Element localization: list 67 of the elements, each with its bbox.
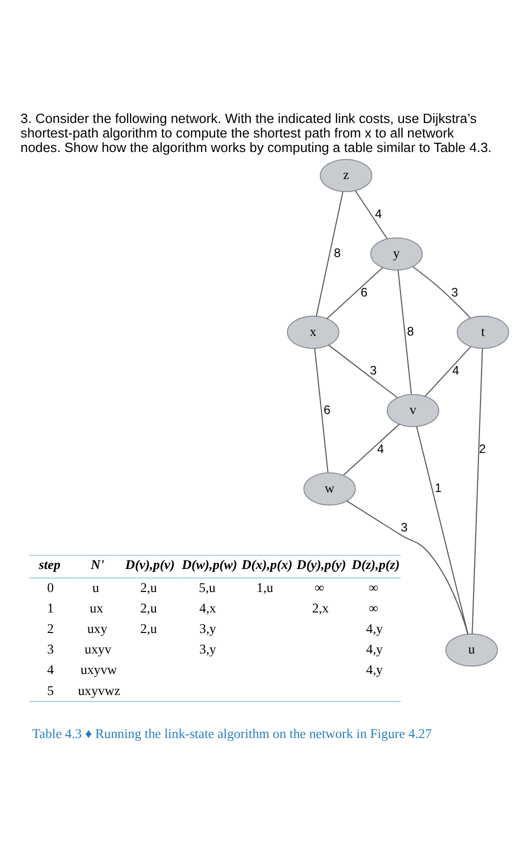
label: uxyv	[84, 642, 112, 657]
connector	[346, 500, 468, 634]
label: uxyvw	[80, 662, 117, 678]
label: N'	[90, 557, 104, 572]
caption: Table 4.3 ♦ Running the link-state algorithm on the network in Figure 4.27	[32, 726, 432, 741]
label: ux	[90, 600, 104, 616]
edge-label: 4	[452, 364, 460, 378]
edge-label: 3	[451, 285, 458, 300]
label: 3,y	[199, 620, 216, 636]
label: 4,y	[366, 662, 383, 678]
label: 3	[47, 642, 54, 657]
label: 4,x	[199, 600, 216, 616]
node-ellipse: x	[286, 316, 340, 349]
node-ellipse: z	[320, 159, 372, 192]
label: ∞	[368, 580, 378, 595]
connector	[424, 346, 472, 397]
edge-label: 3	[400, 520, 408, 534]
node-ellipse: u	[445, 634, 498, 667]
label: step	[38, 557, 60, 572]
edge-label: 6	[360, 285, 368, 300]
edge-label: 3	[370, 364, 377, 378]
edge-label: 2	[479, 442, 486, 456]
label: 4,y	[366, 642, 383, 657]
label: 0	[47, 580, 54, 595]
connector	[472, 348, 483, 634]
label: D(z),p(z)	[352, 557, 400, 572]
label: uxyvwz	[78, 682, 120, 698]
label: D(w),p(w)	[182, 557, 238, 572]
edge-label: 4	[377, 442, 384, 456]
label: 2,u	[140, 600, 157, 616]
label: D(v),p(v)	[125, 557, 175, 572]
edge-label: 4	[375, 206, 382, 221]
label: 3,y	[199, 642, 216, 657]
node-ellipse: v	[386, 394, 440, 428]
node-ellipse: w	[303, 472, 356, 506]
diagram-title: 3. Consider the following network. With the indicated link costs, use Dijkstra’s shortest-path algorithm to compute the shortest path from x to all network nodes. Show how the algorithm works by computing a table similar to Table 4.3.	[20, 110, 492, 155]
label: 4	[47, 662, 54, 678]
connector	[412, 266, 471, 318]
connector	[314, 348, 328, 473]
connector	[416, 426, 468, 634]
label: 2,x	[312, 600, 329, 616]
label: u	[92, 580, 100, 595]
label: 2,u	[140, 580, 157, 595]
edge-label: 8	[406, 324, 414, 338]
edge-label: 1	[434, 481, 442, 496]
label: 5	[47, 682, 54, 698]
label: ∞	[314, 580, 324, 595]
label: 4,y	[366, 620, 383, 636]
edge-label: 8	[334, 246, 341, 260]
label: D(y),p(y)	[296, 557, 346, 572]
label: 2,u	[140, 620, 157, 636]
label: uxy	[87, 620, 108, 636]
edge-label: 6	[324, 402, 330, 417]
connector	[326, 267, 384, 319]
label: D(x),p(x)	[242, 557, 292, 572]
node-ellipse: t	[456, 316, 510, 349]
connector	[343, 424, 400, 476]
label: ∞	[368, 600, 378, 616]
connector	[398, 270, 412, 394]
connector	[328, 344, 398, 398]
connector	[354, 190, 388, 240]
node-ellipse: y	[370, 237, 423, 270]
label: 1,u	[256, 580, 274, 595]
label: 5,u	[198, 580, 216, 595]
label: 2	[47, 620, 54, 636]
label: 1	[47, 600, 54, 616]
connector	[316, 192, 344, 316]
